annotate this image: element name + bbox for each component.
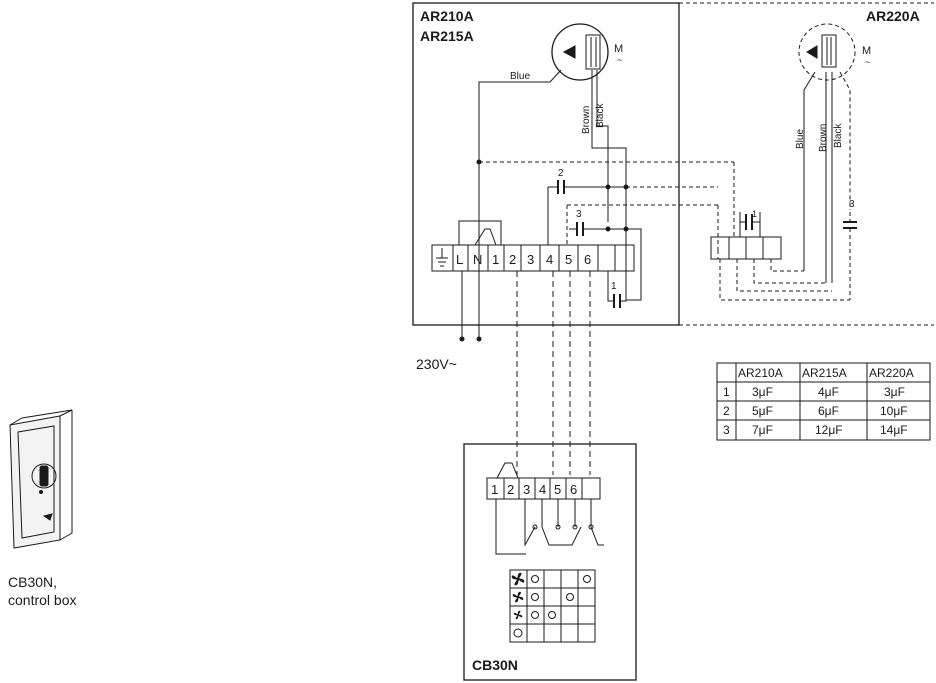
cb-terminal-4: 4	[539, 482, 546, 497]
switch-icon	[524, 499, 604, 547]
table-cell: 14μF	[880, 423, 908, 437]
model-label-ar220a: AR220A	[866, 8, 920, 24]
cb30n-frame	[463, 443, 637, 681]
terminal-N: N	[473, 252, 482, 267]
model-label-ar215a: AR215A	[420, 28, 474, 44]
wire-label-black: Black	[595, 103, 606, 128]
terminal-2: 2	[509, 252, 516, 267]
capacitor-table	[716, 362, 931, 441]
terminal-L: L	[456, 252, 463, 267]
table-cell: 3	[723, 423, 730, 437]
table-cell: 4μF	[818, 385, 839, 399]
capacitor-label-1: 1	[611, 281, 617, 292]
table-cell: 7μF	[752, 423, 773, 437]
remote-unit-frame	[679, 2, 934, 326]
cb-terminal-5: 5	[554, 482, 561, 497]
motor-icon	[551, 23, 609, 81]
terminal-6: 6	[584, 252, 591, 267]
model-label-ar210a: AR210A	[420, 8, 474, 24]
table-cell: 12μF	[815, 423, 843, 437]
motor-symbol: M	[614, 43, 623, 55]
speed-selector-grid	[509, 569, 596, 643]
caption-line-1: CB30N,	[8, 574, 58, 590]
fan-icon	[511, 572, 525, 586]
cabinet-box-frame	[412, 2, 680, 326]
supply-label: 230V~	[416, 356, 457, 372]
fan-icon	[512, 591, 524, 603]
terminal-3: 3	[527, 252, 534, 267]
table-cell: 5μF	[752, 404, 773, 418]
wire-label-brown: Brown	[581, 106, 592, 134]
remote-wire-label-brown: Brown	[818, 124, 829, 152]
junction-dots	[459, 159, 629, 342]
ac-symbol: ~	[617, 55, 622, 65]
remote-wire-label-blue: Blue	[795, 129, 806, 149]
control-box-device-icon	[9, 409, 73, 549]
table-cell: 3μF	[752, 385, 773, 399]
table-cell: 10μF	[880, 404, 908, 418]
remote-capacitor-label-1: 1	[752, 209, 757, 219]
remote-motor-symbol: M	[862, 45, 871, 57]
table-header-ar220a: AR220A	[869, 366, 914, 380]
control-box-caption: CB30N, control box	[8, 573, 76, 609]
wire-label-blue: Blue	[510, 71, 530, 82]
table-cell: 6μF	[818, 404, 839, 418]
table-header-ar215a: AR215A	[802, 366, 847, 380]
terminal-5: 5	[565, 252, 572, 267]
table-cell: 3μF	[884, 385, 905, 399]
remote-wire-label-black: Black	[833, 123, 844, 148]
cb-terminal-3: 3	[523, 482, 530, 497]
remote-capacitor-label-3: 3	[849, 199, 855, 210]
cb-terminal-2: 2	[507, 482, 514, 497]
capacitor-label-3: 3	[576, 209, 582, 220]
remote-ac-symbol: ~	[865, 57, 870, 67]
table-cell: 2	[723, 404, 730, 418]
cb30n-label: CB30N	[472, 657, 518, 673]
cabinet-terminal-block	[431, 244, 635, 272]
fan-icon	[513, 610, 523, 620]
cb-terminal-1: 1	[491, 482, 498, 497]
cb-terminal-6: 6	[570, 482, 577, 497]
motor-icon	[798, 23, 856, 81]
terminal-1: 1	[492, 252, 499, 267]
table-header-ar210a: AR210A	[738, 366, 783, 380]
capacitor-label-2: 2	[558, 168, 564, 179]
earth-ground-icon	[436, 248, 448, 267]
caption-line-2: control box	[8, 592, 77, 608]
table-cell: 1	[723, 385, 730, 399]
cb30n-terminal-block	[486, 477, 601, 500]
terminal-4: 4	[546, 252, 553, 267]
